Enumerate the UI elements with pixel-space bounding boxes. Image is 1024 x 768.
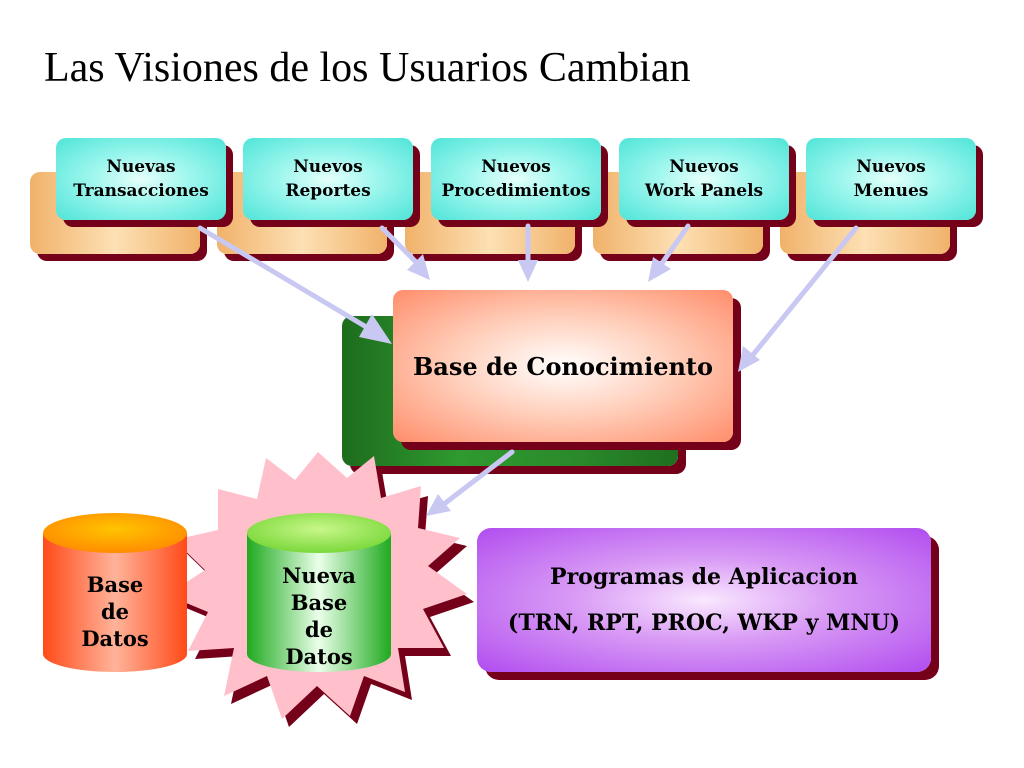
database-cylinder-icon: [43, 513, 187, 672]
arrow-head-icon: [426, 494, 451, 516]
arrow-icon: [379, 225, 421, 267]
database-label-line2: de: [100, 599, 130, 624]
top-box-line2: Procedimientos: [441, 181, 591, 201]
new-database-label: Nueva Base de Datos: [247, 562, 391, 670]
top-box-line1: Nuevos: [669, 157, 739, 177]
top-box-line2: Menues: [853, 181, 929, 201]
database-label: Base de Datos: [43, 571, 187, 652]
new-database-label-line2: Base: [290, 590, 348, 615]
new-database-label-line1: Nueva: [282, 563, 356, 588]
arrow-icon: [197, 225, 371, 331]
top-box-reportes: Nuevos Reportes: [243, 138, 413, 220]
applications-subtitle: (TRN, RPT, PROC, WKP y MNU): [507, 610, 901, 636]
database-label-line1: Base: [86, 572, 144, 597]
arrow-head-icon: [407, 254, 430, 280]
slide-title: Las Visiones de los Usuarios Cambian: [44, 45, 691, 91]
top-box-transacciones: Nuevas Transacciones: [56, 138, 226, 220]
arrow-head-icon: [359, 314, 392, 344]
top-box-menues: Nuevos Menues: [806, 138, 976, 220]
top-box-line1: Nuevos: [293, 157, 363, 177]
new-database-label-line4: Datos: [285, 644, 353, 669]
top-box-line1: Nuevos: [481, 157, 551, 177]
database-label-line3: Datos: [81, 626, 149, 651]
new-database-label-line3: de: [304, 617, 334, 642]
arrow-icon: [441, 449, 515, 507]
knowledge-base-label: Base de Conocimiento: [413, 351, 713, 381]
arrow-head-icon: [518, 260, 538, 282]
new-database-cylinder-icon: [247, 513, 391, 672]
arrow-head-icon: [738, 346, 760, 372]
top-box-line2: Transacciones: [73, 181, 209, 201]
applications-box: Programas de Aplicacion (TRN, RPT, PROC,…: [477, 528, 931, 672]
top-box-work-panels: Nuevos Work Panels: [619, 138, 789, 220]
applications-title: Programas de Aplicacion: [550, 564, 858, 590]
knowledge-base-box: Base de Conocimiento: [393, 290, 733, 442]
arrow-icon: [657, 223, 691, 269]
arrow-head-icon: [648, 257, 671, 282]
top-box-line1: Nuevos: [856, 157, 926, 177]
top-box-procedimientos: Nuevos Procedimientos: [431, 138, 601, 220]
top-box-line1: Nuevas: [106, 157, 176, 177]
arrow-icon: [749, 225, 859, 359]
top-box-line2: Work Panels: [644, 181, 764, 201]
top-box-line2: Reportes: [285, 181, 371, 201]
